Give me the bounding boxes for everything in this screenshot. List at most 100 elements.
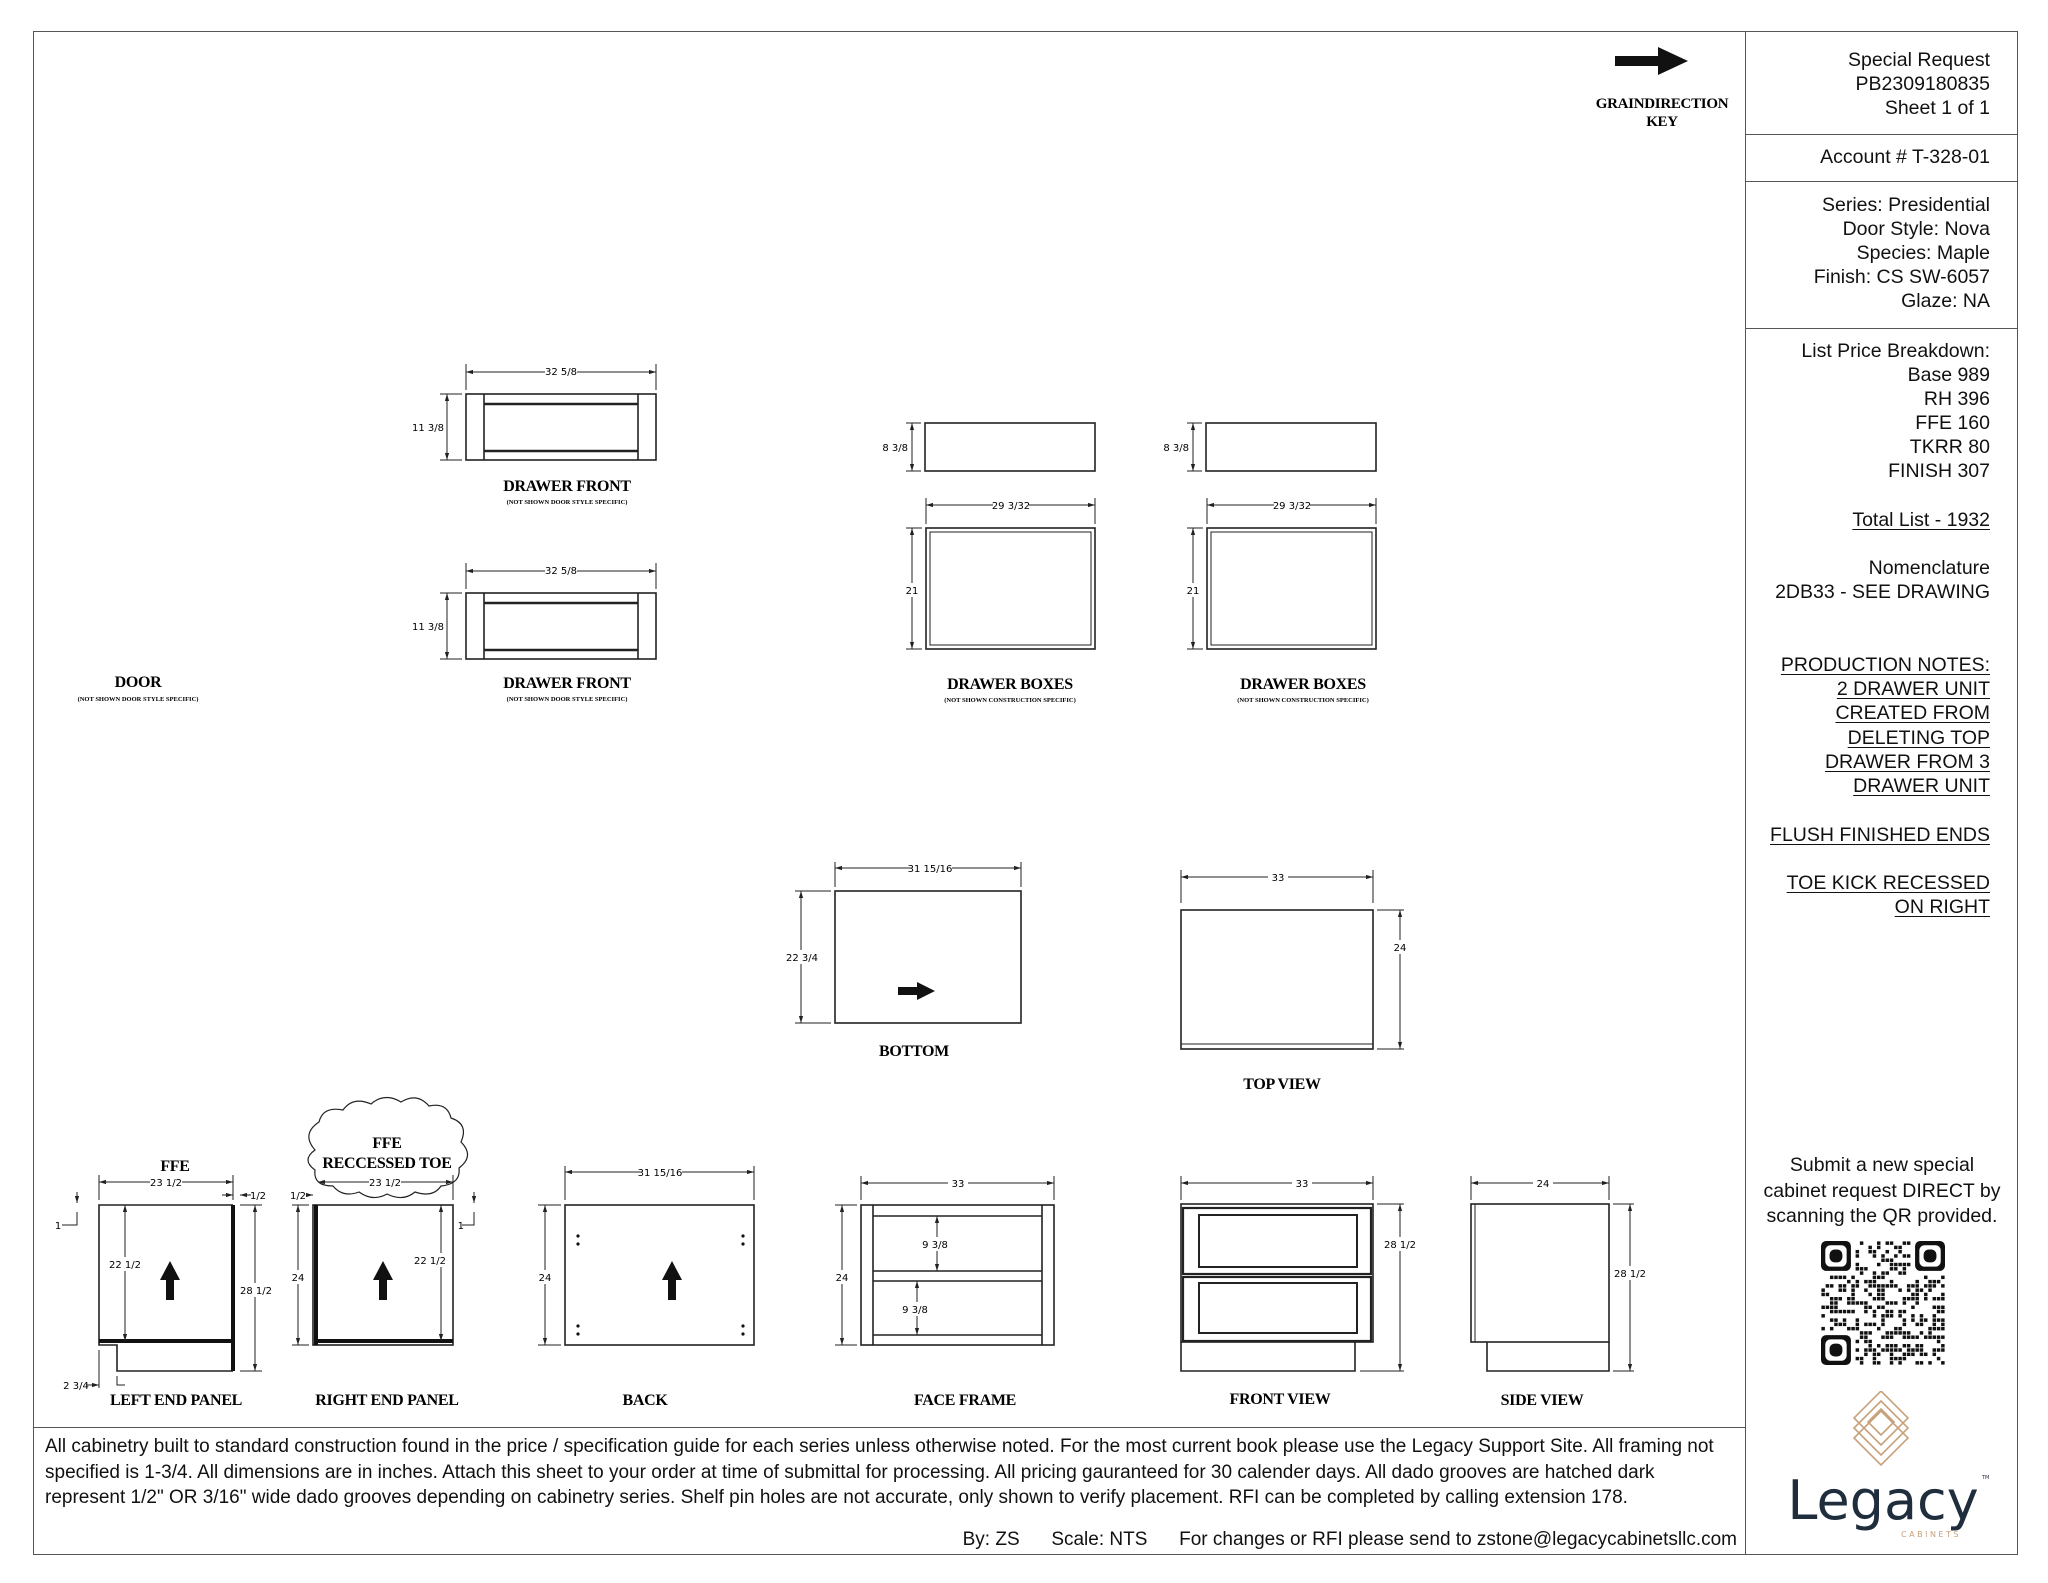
qr-module [1881, 1314, 1885, 1318]
dim-opening-1: 9 3/8 [922, 1240, 948, 1251]
qr-module [1881, 1258, 1885, 1262]
drawer-front-label: DRAWER FRONT [503, 675, 631, 692]
qr-module [1906, 1241, 1911, 1245]
qr-module [1889, 1241, 1894, 1245]
qr-module [1834, 1318, 1838, 1322]
qr-module [1915, 1335, 1919, 1339]
qr-module [1941, 1292, 1945, 1297]
qr-finder [1923, 1249, 1937, 1263]
drawer-boxes-note: (NOT SHOWN CONSTRUCTION SPECIFIC) [1237, 697, 1369, 704]
qr-module [1829, 1318, 1834, 1322]
footer-notes: All cabinetry built to standard construc… [33, 1427, 1745, 1555]
finish: Finish: CS SW-6057 [1813, 266, 1990, 288]
qr-module [1941, 1305, 1945, 1310]
dim-width: 31 15/16 [908, 864, 953, 875]
dim-depth: 24 [1394, 943, 1407, 954]
qr-module [1928, 1279, 1932, 1284]
qr-module [1902, 1331, 1907, 1335]
qr-module [1847, 1309, 1851, 1314]
qr-module [1847, 1296, 1851, 1301]
drawer-boxes-label: DRAWER BOXES [947, 676, 1073, 693]
dim-top-offset: 1 [458, 1221, 464, 1232]
grain-arrow-up-icon [160, 1261, 180, 1300]
qr-module [1876, 1288, 1881, 1292]
qr-module [1898, 1314, 1902, 1318]
qr-module [1885, 1331, 1890, 1335]
production-note: DELETING TOP [1847, 727, 1990, 749]
qr-module [1898, 1348, 1902, 1352]
qr-module [1919, 1331, 1924, 1335]
contact-email[interactable]: For changes or RFI please send to zstone… [1179, 1529, 1737, 1550]
qr-module [1885, 1241, 1890, 1245]
qr-module [1898, 1288, 1902, 1292]
qr-module [1915, 1288, 1919, 1292]
qr-module [1894, 1254, 1898, 1258]
qr-module [1876, 1284, 1881, 1288]
qr-module [1885, 1309, 1890, 1314]
drawer-front-note: (NOT SHOWN DOOR STYLE SPECIFIC) [507, 696, 628, 703]
qr-module [1881, 1288, 1885, 1292]
bottom-view: 31 15/16 22 3/4 BOTTOM [786, 860, 1022, 1060]
face-frame-view: 33 24 9 3/8 9 3/8 FACE FRAME [834, 1176, 1055, 1409]
qr-module [1898, 1356, 1902, 1361]
grain-arrow-icon [1615, 47, 1688, 75]
qr-module [1872, 1314, 1877, 1318]
qr-module [1915, 1284, 1919, 1288]
qr-module [1941, 1275, 1945, 1280]
qr-module [1885, 1271, 1890, 1275]
qr-module [1864, 1339, 1868, 1344]
price-finish: FINISH 307 [1888, 460, 1990, 482]
dim-inner-height: 22 1/2 [414, 1256, 446, 1267]
qr-module [1919, 1322, 1924, 1327]
glaze: Glaze: NA [1901, 290, 1990, 312]
qr-module [1894, 1344, 1898, 1348]
qr-module [1851, 1292, 1855, 1297]
sheet-number: Sheet 1 of 1 [1884, 97, 1990, 119]
spec-section: Series: Presidential Door Style: Nova Sp… [1746, 182, 2018, 329]
qr-module [1911, 1335, 1915, 1339]
qr-module [1932, 1305, 1937, 1310]
dim-height: 8 3/8 [1163, 443, 1189, 454]
qr-finder [1829, 1343, 1843, 1357]
qr-module [1842, 1275, 1847, 1280]
qr-module [1932, 1335, 1937, 1339]
qr-module [1885, 1284, 1890, 1288]
qr-module [1881, 1284, 1885, 1288]
qr-module [1868, 1292, 1872, 1297]
qr-module [1889, 1331, 1894, 1335]
qr-module [1868, 1279, 1872, 1284]
qr-module [1847, 1279, 1851, 1284]
qr-module [1864, 1301, 1868, 1305]
qr-module [1889, 1352, 1894, 1357]
qr-module [1872, 1356, 1877, 1361]
qr-module [1932, 1322, 1937, 1327]
qr-module [1876, 1326, 1881, 1331]
qr-module [1906, 1296, 1911, 1301]
qr-module [1936, 1335, 1941, 1339]
qr-module [1889, 1267, 1894, 1271]
qr-module [1881, 1296, 1885, 1301]
top-view: 33 24 TOP VIEW [1180, 870, 1408, 1093]
qr-module [1821, 1288, 1825, 1292]
qr-module [1902, 1241, 1907, 1245]
qr-module [1876, 1344, 1881, 1348]
qr-module [1881, 1305, 1885, 1310]
qr-module [1902, 1254, 1907, 1258]
qr-module [1868, 1322, 1872, 1327]
qr-module [1829, 1305, 1834, 1310]
qr-module [1889, 1361, 1894, 1365]
dim-width: 31 15/16 [638, 1168, 683, 1179]
qr-module [1936, 1318, 1941, 1322]
qr-code[interactable] [1821, 1241, 1945, 1365]
drawer-boxes-1: 8 3/8 29 3/32 21 DRAWER BOXES (NOT SHOWN… [882, 422, 1096, 704]
qr-module [1851, 1301, 1855, 1305]
qr-module [1829, 1326, 1834, 1331]
qr-module [1898, 1249, 1902, 1254]
qr-module [1911, 1314, 1915, 1318]
dim-offset: 1/2 [290, 1191, 306, 1202]
qr-module [1834, 1305, 1838, 1310]
qr-module [1898, 1271, 1902, 1275]
qr-module [1889, 1309, 1894, 1314]
qr-module [1889, 1284, 1894, 1288]
qr-module [1881, 1348, 1885, 1352]
